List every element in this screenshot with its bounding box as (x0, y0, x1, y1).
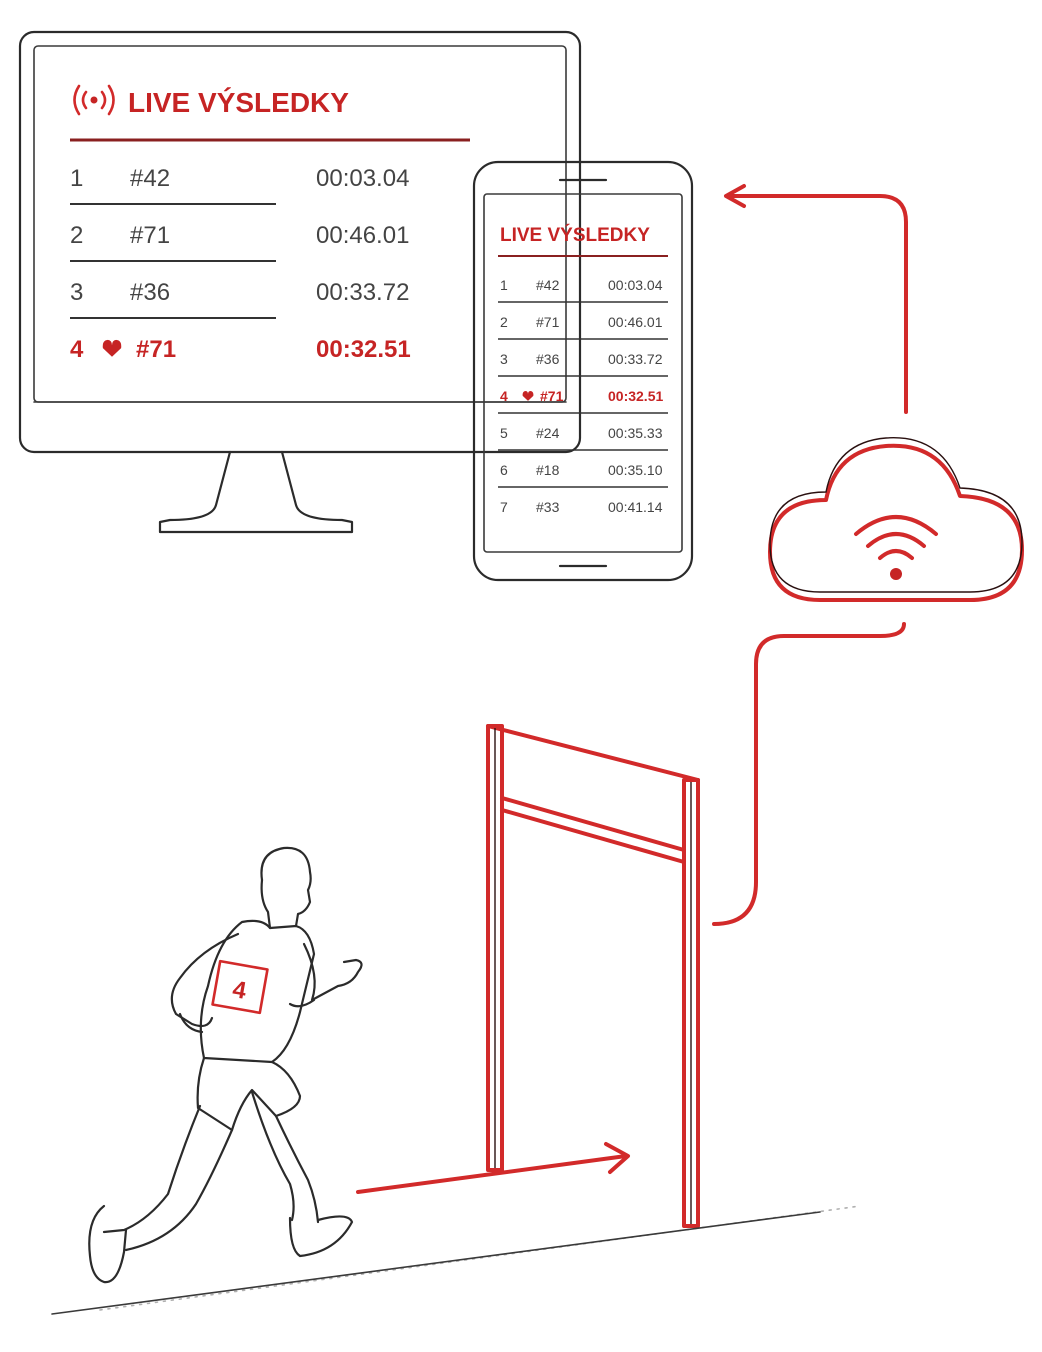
row-bib: #71 (136, 336, 176, 363)
row-time: 00:46.01 (316, 222, 409, 249)
results-row: 4 #71 00:32.51 (498, 388, 668, 414)
results-row: 6 #18 00:35.10 (498, 462, 668, 488)
results-row: 5 #24 00:35.33 (498, 425, 668, 451)
run-direction-arrow (356, 1142, 630, 1194)
row-rank: 7 (500, 499, 508, 515)
row-rank: 2 (500, 314, 508, 330)
upload-arrow (724, 184, 908, 414)
phone-results: LIVE VÝSLEDKY 1 #42 00:03.04 2 #71 00:46.01 3 #… (498, 224, 668, 515)
row-time: 00:03.04 (316, 165, 409, 192)
desktop-results: LIVE VÝSLEDKY 1 #42 00:03.04 2 #71 00:46.01 3 #… (70, 84, 470, 363)
row-bib: #36 (130, 279, 170, 306)
row-bib: #24 (536, 425, 560, 441)
row-rank: 1 (500, 277, 508, 293)
row-time: 00:46.01 (608, 314, 663, 330)
results-row: 1 #42 00:03.04 (70, 165, 409, 205)
row-rank: 4 (70, 336, 84, 363)
row-rank: 1 (70, 165, 83, 192)
row-bib: #71 (540, 388, 564, 404)
row-time: 00:35.33 (608, 425, 663, 441)
heart-icon (522, 391, 534, 401)
row-rank: 2 (70, 222, 83, 249)
heart-icon (102, 339, 122, 357)
row-time: 00:32.51 (316, 336, 411, 363)
results-row: 1 #42 00:03.04 (498, 277, 668, 303)
row-bib: #18 (536, 462, 560, 478)
row-time: 00:32.51 (608, 388, 663, 404)
row-bib: #71 (536, 314, 560, 330)
results-row: 3 #36 00:33.72 (70, 279, 409, 319)
desktop-monitor (18, 30, 582, 534)
runner-bib: 4 (230, 976, 248, 1005)
row-bib: #71 (130, 222, 170, 249)
row-rank: 3 (500, 351, 508, 367)
smartphone (472, 160, 694, 582)
results-row: 2 #71 00:46.01 (498, 314, 668, 340)
results-row: 4 #71 00:32.51 (70, 336, 411, 363)
row-bib: #36 (536, 351, 560, 367)
row-time: 00:03.04 (608, 277, 663, 293)
row-time: 00:35.10 (608, 462, 663, 478)
cloud-wifi-icon (768, 437, 1024, 602)
row-rank: 5 (500, 425, 508, 441)
results-row: 2 #71 00:46.01 (70, 222, 409, 262)
row-time: 00:33.72 (608, 351, 663, 367)
phone-title: LIVE VÝSLEDKY (500, 224, 650, 246)
row-bib: #42 (536, 277, 560, 293)
broadcast-icon (73, 84, 115, 116)
results-row: 3 #36 00:33.72 (498, 351, 668, 377)
desktop-title: LIVE VÝSLEDKY (128, 87, 349, 118)
row-rank: 4 (500, 388, 508, 404)
timing-gate (486, 724, 700, 1228)
row-rank: 6 (500, 462, 508, 478)
gate-cloud-connection (712, 622, 906, 926)
row-bib: #42 (130, 165, 170, 192)
row-time: 00:41.14 (608, 499, 663, 515)
row-rank: 3 (70, 279, 83, 306)
row-time: 00:33.72 (316, 279, 409, 306)
runner: 4 (88, 846, 363, 1284)
row-bib: #33 (536, 499, 560, 515)
results-row: 7 #33 00:41.14 (500, 499, 663, 515)
